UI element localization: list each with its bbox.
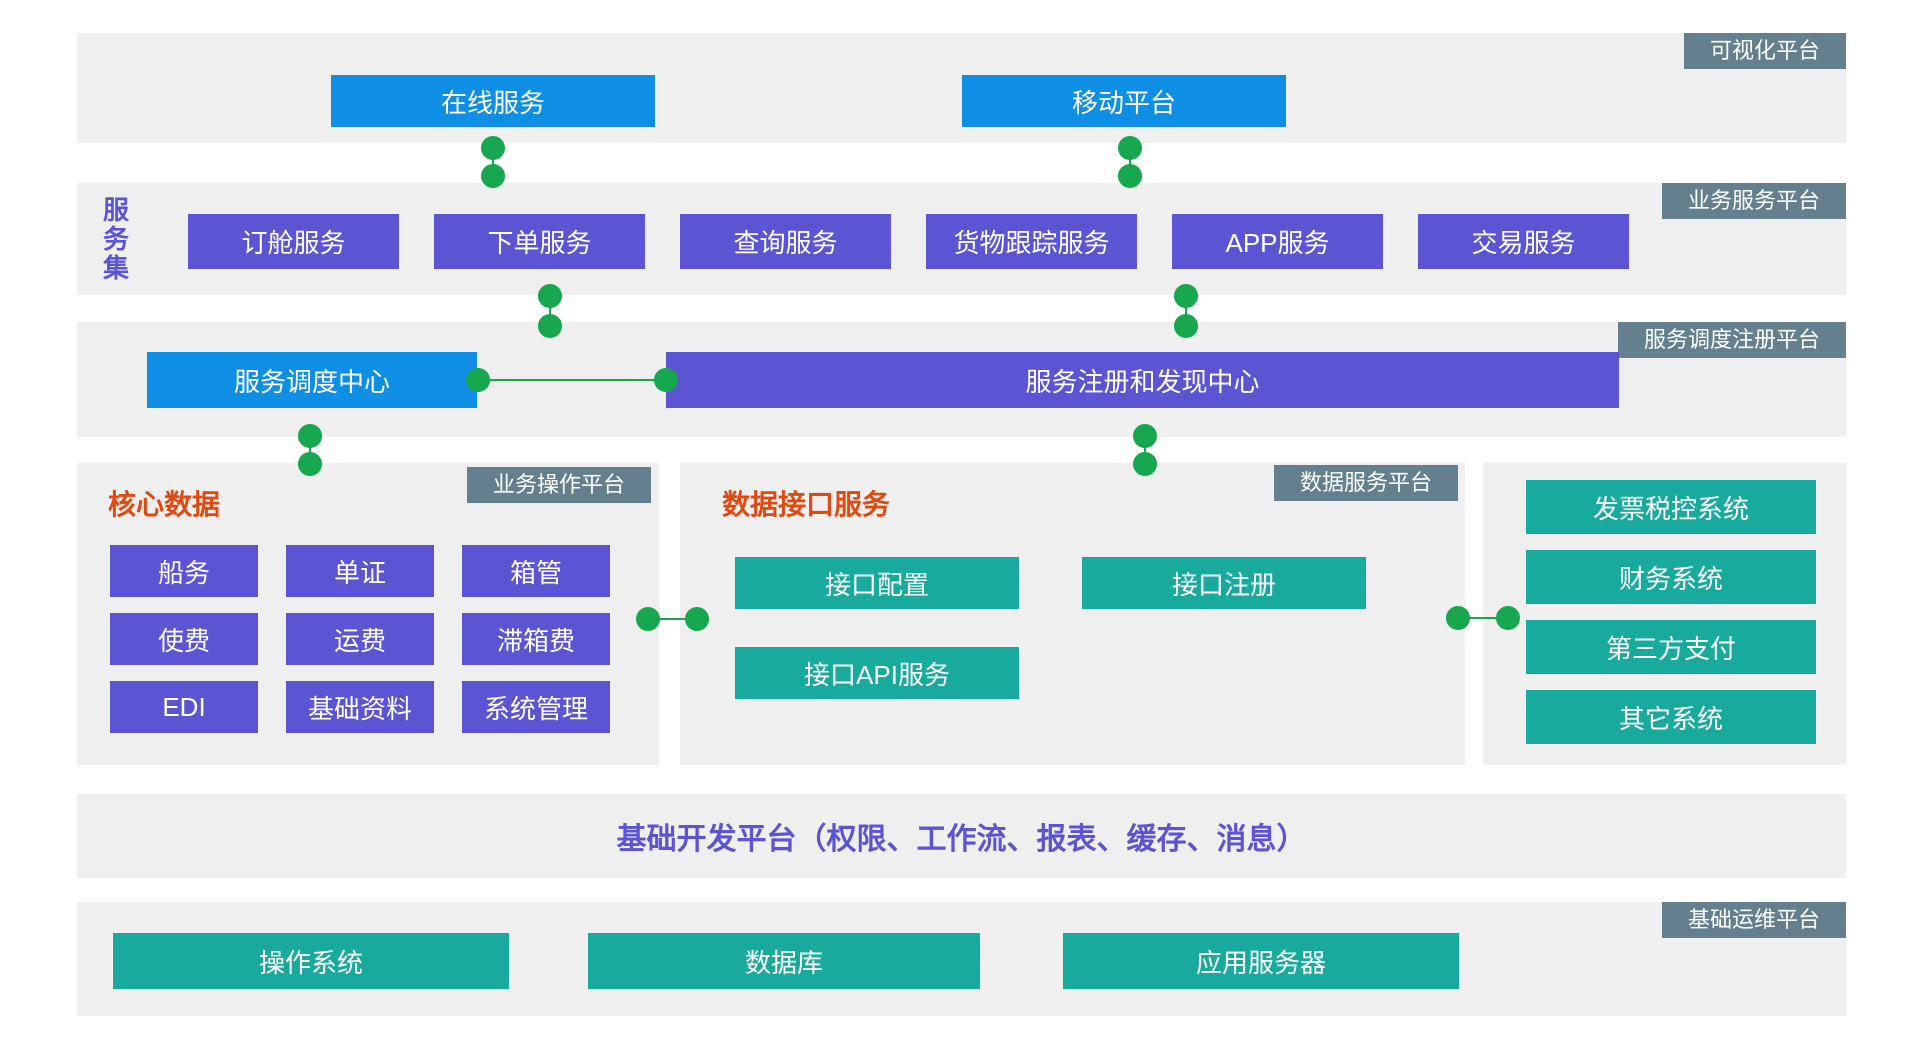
node-online-service: 在线服务 — [331, 75, 655, 127]
node-container-mgmt: 箱管 — [462, 545, 610, 597]
node-other-systems: 其它系统 — [1526, 690, 1816, 744]
node-service-registry-discovery-center: 服务注册和发现中心 — [666, 352, 1619, 408]
node-invoice-tax-system: 发票税控系统 — [1526, 480, 1816, 534]
tag-data-service-platform: 数据服务平台 — [1273, 465, 1458, 501]
node-system-mgmt: 系统管理 — [462, 681, 610, 733]
node-app-service: APP服务 — [1172, 214, 1383, 269]
tag-business-service-platform: 业务服务平台 — [1661, 183, 1846, 219]
node-trade-service: 交易服务 — [1418, 214, 1629, 269]
node-demurrage: 滞箱费 — [462, 613, 610, 665]
node-mobile-platform: 移动平台 — [962, 75, 1286, 127]
service-set-label: 服务集 — [102, 195, 129, 284]
node-interface-api-service: 接口API服务 — [735, 647, 1019, 699]
tag-business-operation-platform: 业务操作平台 — [466, 467, 651, 503]
band-dev-platform — [77, 794, 1846, 878]
node-shipping: 船务 — [110, 545, 258, 597]
core-data-heading: 核心数据 — [108, 489, 221, 520]
node-freight: 运费 — [286, 613, 434, 665]
panel-data-service-platform — [680, 463, 1465, 765]
node-documents: 单证 — [286, 545, 434, 597]
node-interface-config: 接口配置 — [735, 557, 1019, 609]
dev-platform-title: 基础开发平台（权限、工作流、报表、缓存、消息） — [616, 823, 1307, 856]
node-app-server: 应用服务器 — [1063, 933, 1459, 989]
node-operating-system: 操作系统 — [113, 933, 509, 989]
node-third-party-payment: 第三方支付 — [1526, 620, 1816, 674]
node-order-service: 下单服务 — [434, 214, 645, 269]
tag-visualization-platform: 可视化平台 — [1683, 33, 1846, 69]
node-query-service: 查询服务 — [680, 214, 891, 269]
node-database: 数据库 — [588, 933, 980, 989]
node-charges: 使费 — [110, 613, 258, 665]
node-edi: EDI — [110, 681, 258, 733]
node-booking-service: 订舱服务 — [188, 214, 399, 269]
node-service-dispatch-center: 服务调度中心 — [147, 352, 477, 408]
node-finance-system: 财务系统 — [1526, 550, 1816, 604]
node-interface-registry: 接口注册 — [1082, 557, 1366, 609]
node-base-data: 基础资料 — [286, 681, 434, 733]
tag-ops-platform: 基础运维平台 — [1661, 902, 1846, 938]
data-interface-heading: 数据接口服务 — [722, 489, 891, 520]
node-cargo-tracking-service: 货物跟踪服务 — [926, 214, 1137, 269]
tag-dispatch-registry-platform: 服务调度注册平台 — [1617, 322, 1846, 358]
